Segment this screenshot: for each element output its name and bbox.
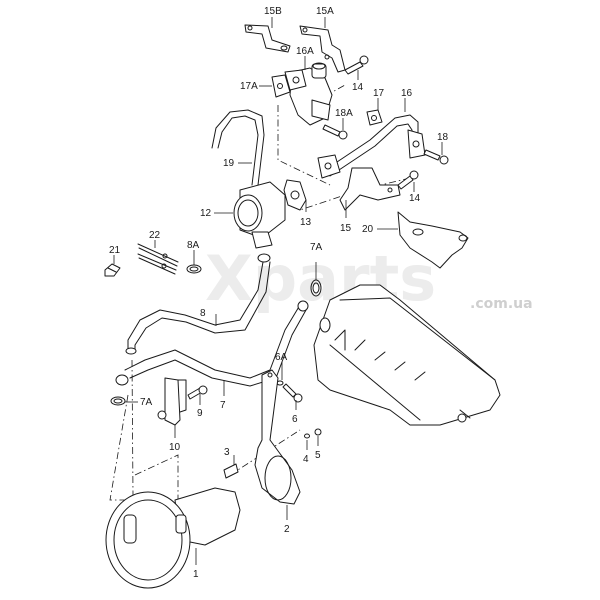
part-8-hose xyxy=(125,261,271,355)
label-20: 20 xyxy=(362,224,374,235)
part-18-bolt xyxy=(423,149,449,165)
part-7-hose xyxy=(115,300,309,387)
label-5: 5 xyxy=(315,450,321,461)
label-17A: 17A xyxy=(240,81,258,92)
label-7A-top: 7A xyxy=(310,242,323,253)
part-4-washer xyxy=(304,433,310,439)
label-15B: 15B xyxy=(264,6,282,17)
label-2: 2 xyxy=(284,524,290,535)
part-14-bolt-top xyxy=(344,55,369,75)
label-7: 7 xyxy=(220,400,226,411)
part-17-gasket xyxy=(366,109,383,126)
part-12-valve xyxy=(233,181,286,263)
part-8A-oring xyxy=(186,264,202,274)
part-2-bracket xyxy=(254,369,301,505)
air-filter-box xyxy=(313,284,501,426)
label-16A: 16A xyxy=(296,46,314,57)
label-6: 6 xyxy=(292,414,298,425)
label-13: 13 xyxy=(300,217,312,228)
watermark-sub: .com.ua xyxy=(470,296,533,312)
label-10: 10 xyxy=(169,442,181,453)
label-18A: 18A xyxy=(335,108,353,119)
part-5-nut xyxy=(314,428,322,436)
label-4: 4 xyxy=(303,454,309,465)
part-20-bracket xyxy=(397,211,469,269)
label-12: 12 xyxy=(200,208,212,219)
label-19: 19 xyxy=(223,158,235,169)
label-15: 15 xyxy=(340,223,352,234)
label-7A-left: 7A xyxy=(140,397,153,408)
part-7A-oring-left xyxy=(110,396,126,406)
label-15A: 15A xyxy=(316,6,334,17)
label-17: 17 xyxy=(373,88,385,99)
label-14-mid: 14 xyxy=(409,193,421,204)
label-16: 16 xyxy=(401,88,413,99)
part-15A-bracket xyxy=(299,25,346,73)
part-15B-bracket xyxy=(244,24,291,53)
part-3-sensor xyxy=(223,463,239,479)
callout-labels: 15B 15A 16A 17A 14 17 16 18A 18 19 12 13… xyxy=(109,6,449,580)
part-19-hose xyxy=(211,109,265,186)
part-9-screw xyxy=(187,385,208,400)
part-18A-bolt xyxy=(322,124,348,140)
part-6-bolt xyxy=(282,383,303,403)
leader-lines xyxy=(113,17,443,565)
label-21: 21 xyxy=(109,245,121,256)
label-8: 8 xyxy=(200,308,206,319)
label-3: 3 xyxy=(224,447,230,458)
label-1: 1 xyxy=(193,569,199,580)
part-17A-gasket xyxy=(271,74,291,98)
part-16-pipe xyxy=(317,114,426,179)
part-21-clip xyxy=(104,263,121,277)
label-14-top: 14 xyxy=(352,82,364,93)
part-22-ties xyxy=(137,243,179,275)
label-6A: 6A xyxy=(275,352,288,363)
part-1-air-pump xyxy=(105,487,241,589)
part-14-bolt-mid xyxy=(397,170,419,190)
label-22: 22 xyxy=(149,230,161,241)
part-10-bracket xyxy=(157,377,187,426)
part-13-gasket xyxy=(283,179,307,211)
label-8A: 8A xyxy=(187,240,200,251)
label-18: 18 xyxy=(437,132,449,143)
label-9: 9 xyxy=(197,408,203,419)
part-15-bracket xyxy=(339,167,401,211)
part-16A-valve xyxy=(284,62,333,126)
